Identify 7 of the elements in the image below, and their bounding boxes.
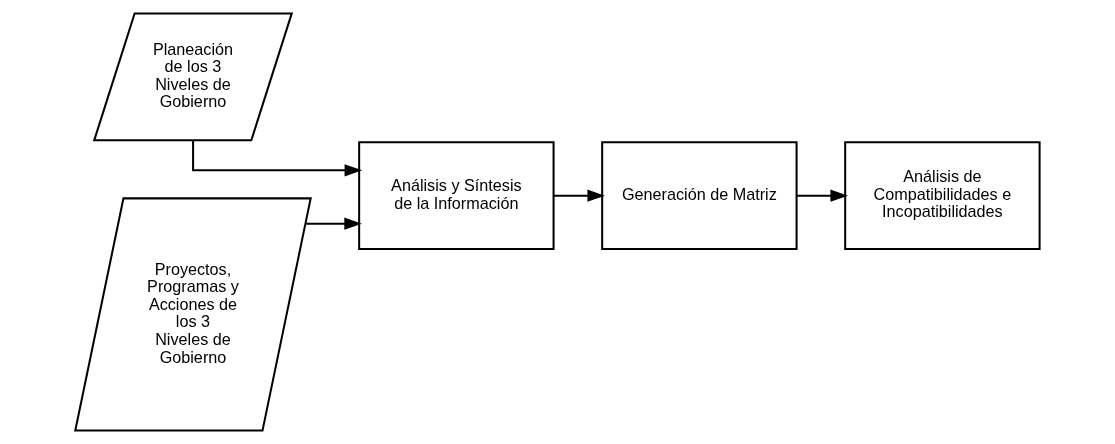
arrow: [305, 217, 362, 230]
arrow: [553, 189, 605, 202]
node-box: Generación de Matriz: [601, 141, 798, 250]
node-box: Análisis y Síntesis de la Información: [358, 141, 555, 250]
arrow: [192, 140, 363, 177]
arrow: [796, 189, 848, 202]
node-box: Análisis de Compatibilidades e Incopatibilidades: [844, 141, 1041, 250]
